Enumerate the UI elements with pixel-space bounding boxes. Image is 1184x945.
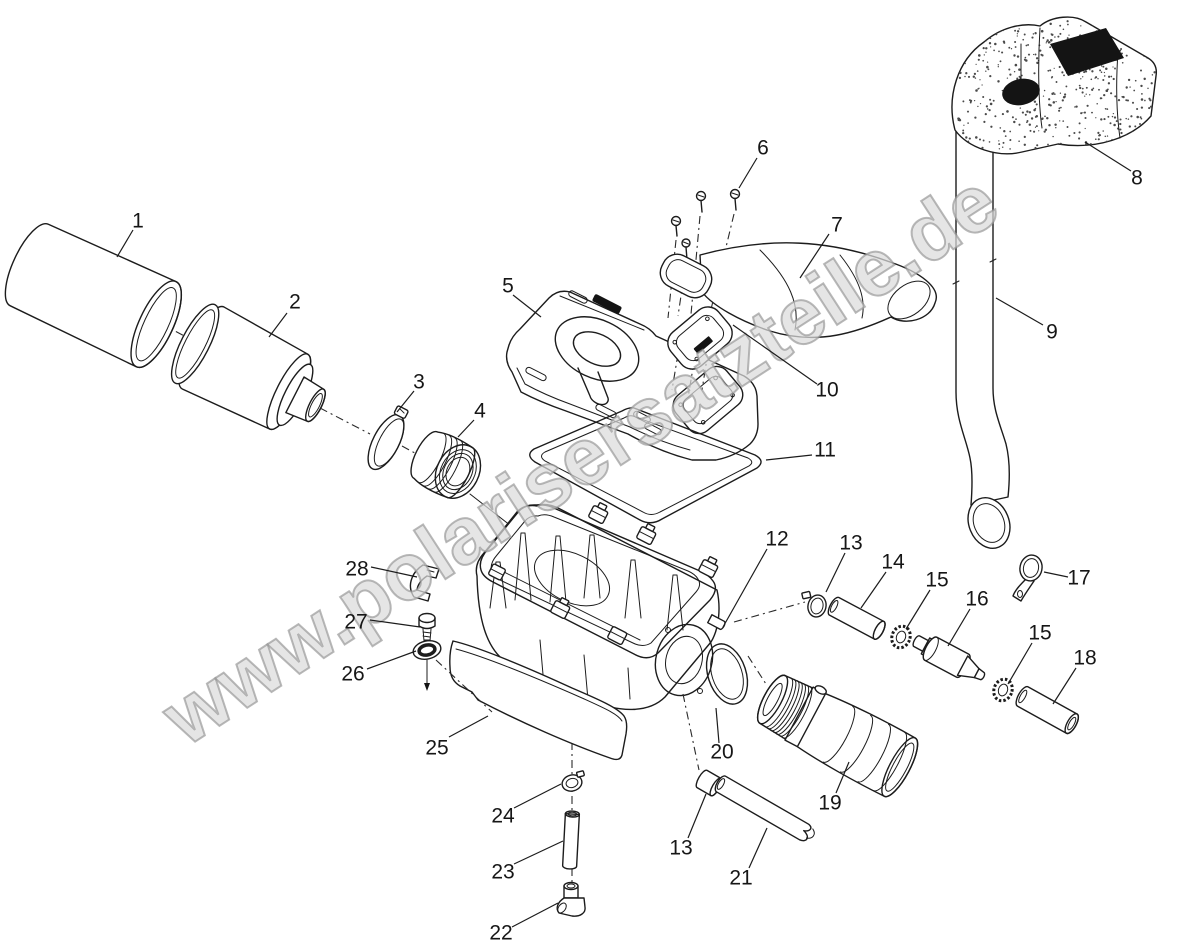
callout-label-5-4: 5 [502,275,514,298]
callout-leader-14-13 [860,571,887,609]
part-18-vent-hose [1015,685,1080,735]
part-5-airbox-lid [505,290,759,461]
callout-label-25-26: 25 [425,737,448,760]
callout-leader-17-16 [1043,571,1069,578]
callout-label-6-5: 6 [757,137,769,160]
part-8-foam-block [951,16,1158,155]
callout-leader-24-25 [513,783,562,809]
callout-leader-6-5 [738,157,758,189]
callout-label-26-27: 26 [341,663,364,686]
part-19-intake-boot [756,674,919,798]
callout-leader-10-9 [732,324,818,385]
callout-leader-27-28 [369,619,421,628]
airbox-rim-clamps [488,502,719,645]
part-15-clamp-b [992,677,1014,703]
callout-leader-19-19 [835,761,850,794]
callout-leader-4-3 [457,419,475,438]
callout-label-19-19: 19 [818,792,841,815]
callout-leader-18-18 [1052,667,1077,705]
callout-label-15-17: 15 [1028,622,1051,645]
part-3-clamp-ring [367,405,409,471]
grommet-projection [435,659,493,713]
part-16-inline-valve [912,635,986,681]
callout-label-24-25: 24 [491,805,515,828]
callout-leader-12-11 [722,548,768,628]
part-24-clamp [561,770,585,792]
part-17-mount-clamp [1012,554,1043,602]
callout-leader-7-6 [799,233,830,279]
callout-label-7-6: 7 [831,214,843,237]
callout-leader-1-0 [116,229,134,258]
callout-leader-13-12 [825,552,846,593]
part-28-retaining-clip [409,564,440,602]
airbox-pegs [489,532,684,631]
callout-label-2-1: 2 [289,291,301,314]
callout-label-16-15: 16 [965,588,988,611]
part-26-washer-grommet [412,640,442,691]
part-7-intake-duct [659,242,937,339]
part-4-ring-nut [410,430,482,499]
oring-projection [747,655,767,685]
callout-label-12-11: 12 [765,528,788,551]
callout-label-13-22: 13 [669,837,692,860]
callout-label-10-9: 10 [815,379,838,402]
part-1-foam-sleeve [4,223,183,369]
callout-leader-16-15 [947,608,971,647]
part-13-hose-clamp-upper [801,590,827,618]
part-2-filter-element [170,303,326,431]
part-9-snorkel-tube [952,127,1011,549]
callout-label-11-10: 11 [814,439,836,462]
callout-label-17-16: 17 [1067,567,1090,590]
callout-leader-11-10 [765,454,813,461]
callout-leader-2-1 [268,312,288,338]
callout-label-28-29: 28 [345,558,368,581]
drain-projection [682,693,700,771]
part-25-heat-shield [449,640,628,761]
callout-label-20-20: 20 [710,741,733,764]
callout-leader-15-17 [1007,642,1033,685]
callout-label-1-0: 1 [132,210,144,233]
callout-leader-20-20 [715,707,720,744]
callout-label-23-24: 23 [491,861,514,884]
part-11-lid-seal [529,407,762,524]
callout-leader-23-24 [513,840,564,865]
callout-label-8-7: 8 [1131,167,1143,190]
callout-leader-25-26 [448,715,489,738]
callout-label-13-12: 13 [839,532,862,555]
callout-label-27-28: 27 [344,611,367,634]
callout-label-22-23: 22 [489,922,512,945]
part-23-drain-tube [561,810,581,870]
part-21-drain-hose [714,775,815,842]
callout-leader-13-22 [687,793,707,839]
callout-label-3-2: 3 [413,371,425,394]
callout-label-15-14: 15 [925,569,948,592]
lid-mounting-boss [672,365,744,435]
callout-leader-22-23 [511,902,559,928]
callout-leader-21-21 [748,827,768,869]
part-6-screws [670,188,741,258]
part-15-clamp-a [890,624,912,650]
part-10-adapter-plate [667,306,733,370]
part-20-o-ring [705,643,749,705]
nipple-to-clamp-projection [733,601,806,623]
callout-label-4-3: 4 [474,400,486,423]
part-22-elbow-fitting [556,881,586,917]
part-27-screw [418,612,436,642]
callout-label-18-18: 18 [1073,647,1096,670]
callout-leader-3-2 [396,390,415,413]
callout-label-14-13: 14 [881,551,905,574]
callout-leader-9-8 [995,297,1044,326]
part-14-vent-hose [827,596,886,640]
callout-label-21-21: 21 [729,867,752,890]
callout-leader-5-4 [512,294,542,318]
callout-leader-15-14 [905,589,931,630]
callout-label-9-8: 9 [1046,321,1058,344]
callout-leader-26-27 [366,650,417,670]
part-12-airbox-base [475,502,726,711]
callout-leader-8-7 [1084,141,1132,172]
callout-leader-28-29 [370,566,418,578]
